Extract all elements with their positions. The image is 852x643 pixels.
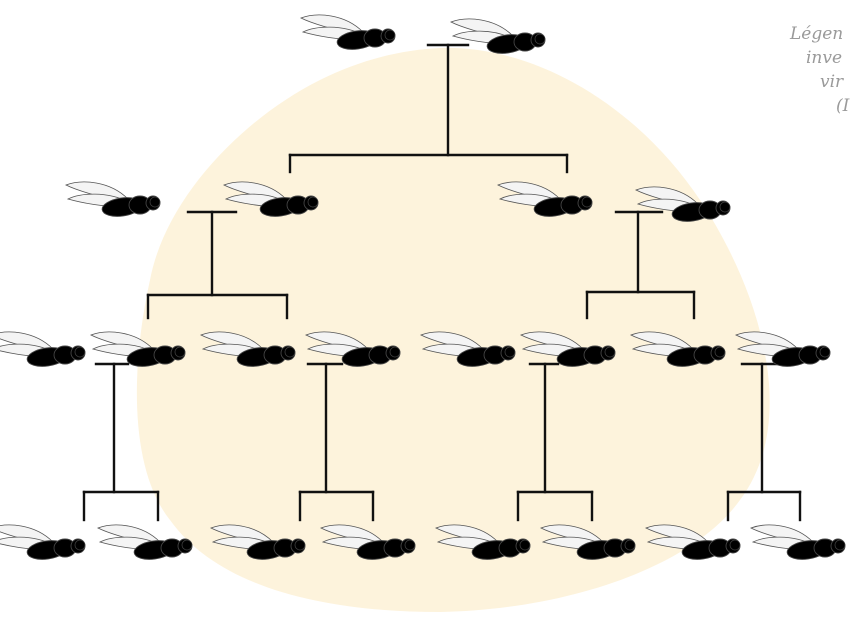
background-blob <box>136 47 770 612</box>
mutant-fly-icon <box>65 181 161 234</box>
mutant-fly-icon <box>0 331 86 384</box>
connector-lines <box>82 43 802 522</box>
legend-line-3: vir <box>820 72 844 92</box>
legend-line-1: Légen <box>790 24 844 44</box>
wild-type-fly-icon <box>0 524 86 577</box>
wild-type-fly-icon <box>97 524 193 577</box>
legend-line-2: inve <box>806 48 843 68</box>
legend-text: Légen inve vir (I <box>790 22 852 118</box>
wild-type-fly-icon <box>750 524 846 577</box>
legend-line-4: (I <box>836 96 850 116</box>
